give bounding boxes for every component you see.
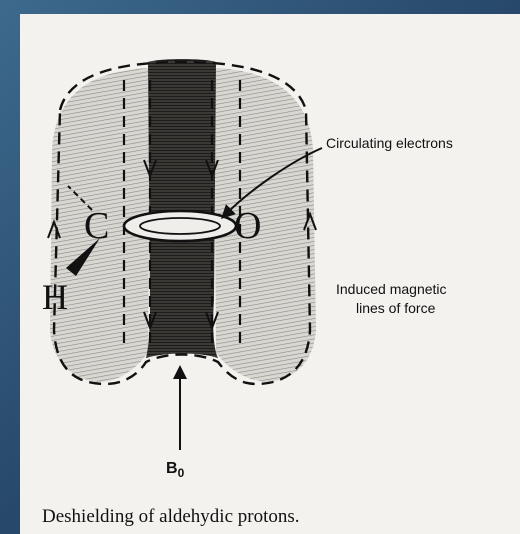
oxygen-label: O	[234, 204, 261, 248]
figure-caption: Deshielding of aldehydic protons.	[42, 506, 300, 528]
induced-field-label-line1: Induced magnetic	[336, 281, 447, 297]
carbon-label: C	[84, 204, 109, 248]
circulating-electrons-label: Circulating electrons	[326, 135, 453, 151]
applied-field-subscript: 0	[178, 466, 185, 480]
induced-field-label-line2: lines of force	[356, 300, 435, 316]
applied-field-symbol: B	[166, 460, 178, 477]
applied-field-label: B0	[166, 460, 184, 480]
hydrogen-label: H	[42, 276, 68, 318]
